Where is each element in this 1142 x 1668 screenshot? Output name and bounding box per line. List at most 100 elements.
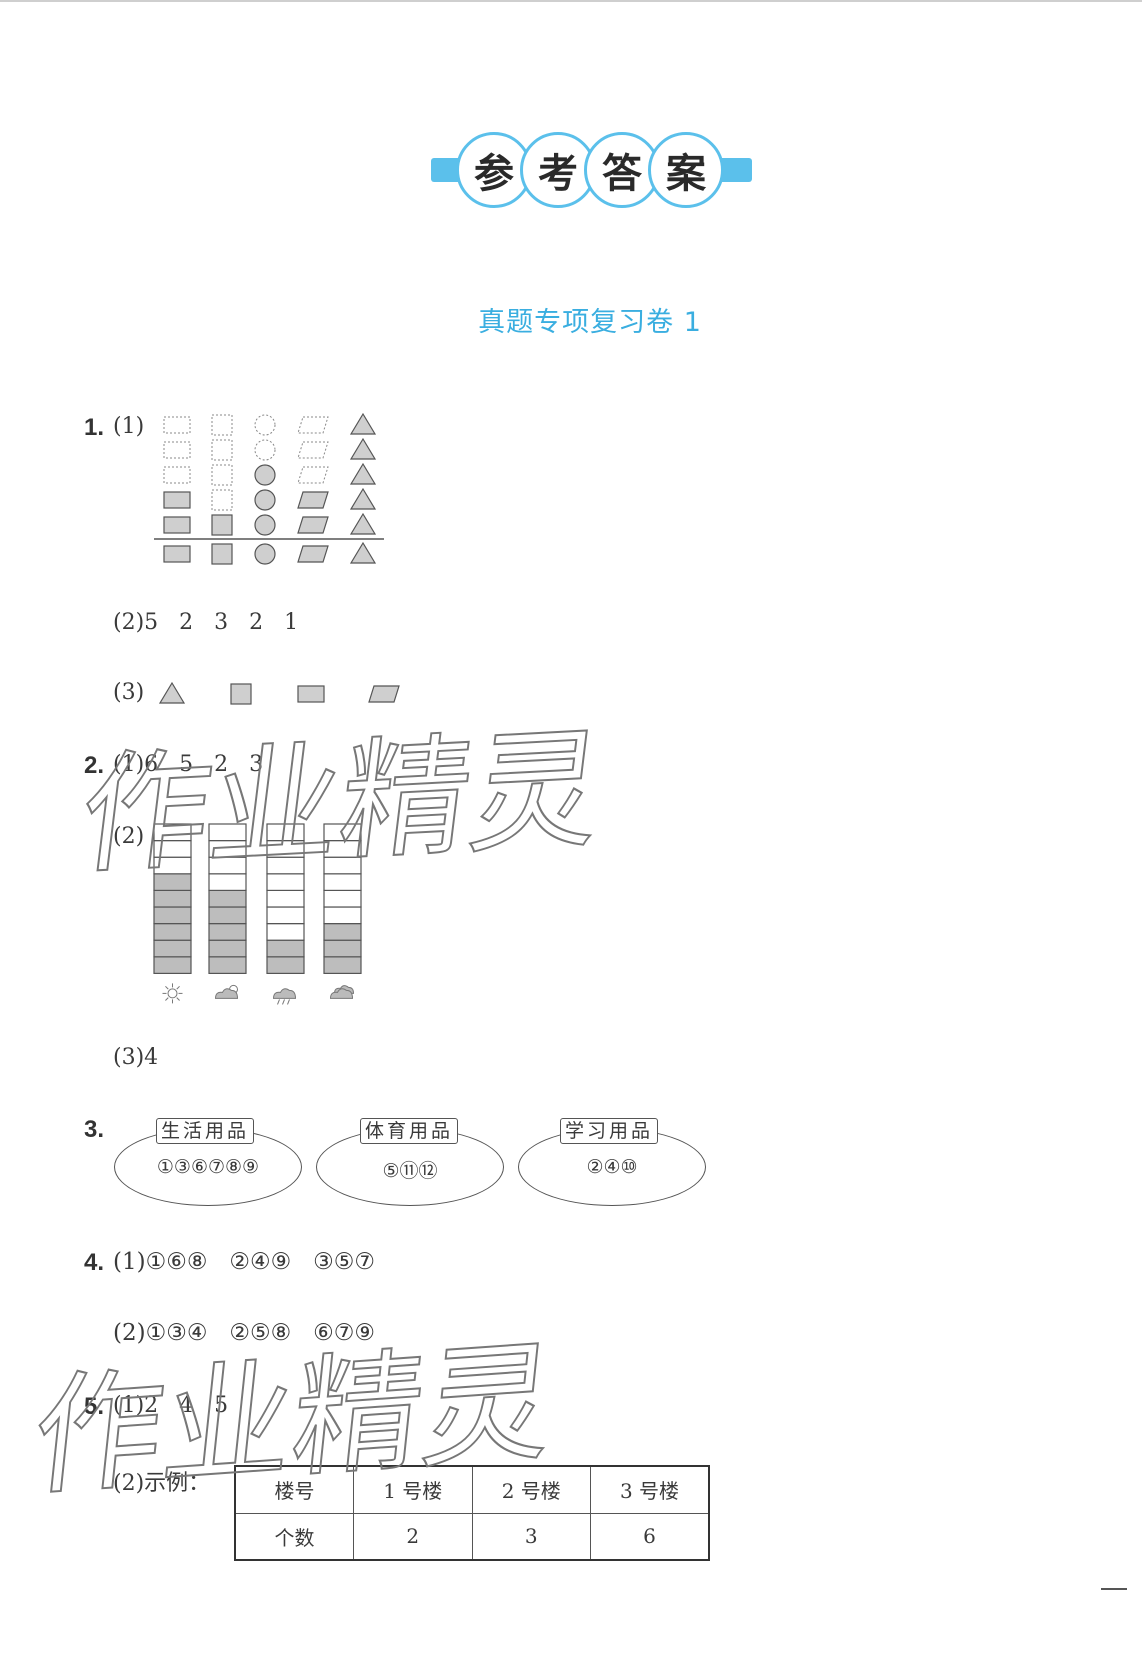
part-label: (2): [113, 824, 145, 849]
bar-cell: [323, 939, 362, 958]
parallelogram-mark: [297, 516, 329, 534]
cloudy-icon: [329, 985, 355, 999]
bar-cell: [153, 922, 192, 941]
bar-cell: [208, 906, 247, 925]
bar-cell: [153, 939, 192, 958]
bar-cell: [266, 856, 305, 875]
bar-cell: [266, 956, 305, 975]
bar-cell: [208, 856, 247, 875]
bar-cell: [323, 856, 362, 875]
q1-part3-shapes: [158, 681, 400, 705]
section-subtitle: 真题专项复习卷 1: [478, 307, 702, 338]
partly-cloudy-icon: [214, 984, 239, 999]
part-label: (3): [113, 680, 145, 705]
table-header-cell: 楼号: [234, 1465, 354, 1514]
circle-mark: [254, 543, 276, 565]
square-mark: [211, 414, 233, 436]
rectangle-mark: [163, 516, 191, 534]
part-label: (2)示例：: [113, 1471, 211, 1496]
table-row: 楼号 1 号楼 2 号楼 3 号楼: [234, 1465, 710, 1514]
q2-part3-answer: (3)4: [113, 1045, 159, 1070]
shape-tally-chart: [154, 412, 384, 565]
bar-cell: [153, 840, 192, 858]
circle-mark: [254, 514, 276, 536]
part-label: (1): [113, 414, 145, 439]
bar-cell: [266, 873, 305, 891]
bar-cell: [208, 873, 247, 891]
q4-part1-answer: (1)①⑥⑧ ②④⑨ ③⑤⑦: [113, 1249, 376, 1275]
question-number: 2.: [84, 752, 105, 779]
q2-part1-answer: (1)6 5 2 3: [113, 752, 264, 777]
bar-cell: [153, 956, 192, 975]
bar-cell: [208, 889, 247, 908]
table-header-cell: 3 号楼: [590, 1465, 710, 1514]
parallelogram-mark: [297, 545, 329, 563]
parallelogram-mark: [297, 441, 329, 459]
sunny-icon: [162, 983, 183, 1004]
bar-cell: [323, 823, 362, 842]
triangle-mark: [349, 412, 377, 435]
bar-cell: [153, 873, 192, 891]
table-header-cell: 1 号楼: [353, 1465, 473, 1514]
question-number: 3.: [84, 1116, 105, 1143]
square-mark: [211, 489, 233, 511]
bar-cell: [323, 873, 362, 891]
triangle-mark: [349, 512, 377, 535]
square-answer: [230, 683, 252, 705]
rain-icon: [272, 988, 297, 1005]
table-header-cell: 2 号楼: [471, 1465, 591, 1514]
bar-cell: [323, 840, 362, 858]
category-label: 生活用品: [156, 1118, 255, 1144]
bar-cell: [208, 823, 247, 842]
top-border: [0, 0, 1142, 2]
bar-cell: [323, 922, 362, 941]
square-mark: [211, 514, 233, 536]
bar-cell: [266, 922, 305, 941]
category-items: ⑤⑪⑫: [382, 1160, 438, 1182]
question-number: 1.: [84, 414, 105, 441]
bar-cell: [266, 840, 305, 858]
triangle-mark: [349, 462, 377, 485]
rectangle-answer: [297, 685, 325, 703]
building-count-table: 楼号 1 号楼 2 号楼 3 号楼 个数 2 3 6: [234, 1465, 710, 1561]
bar-cell: [323, 889, 362, 908]
parallelogram-answer: [368, 685, 400, 703]
table-cell: 3: [471, 1512, 591, 1561]
parallelogram-mark: [297, 491, 329, 509]
bar-cell: [153, 856, 192, 875]
rectangle-mark: [163, 545, 191, 563]
rectangle-mark: [163, 466, 191, 484]
bar-cell: [208, 840, 247, 858]
bar-cell: [266, 889, 305, 908]
weather-bar-chart: [153, 823, 362, 1005]
table-cell: 6: [590, 1512, 710, 1561]
circle-mark: [254, 414, 276, 436]
rectangle-mark: [163, 441, 191, 459]
square-mark: [211, 464, 233, 486]
parallelogram-mark: [297, 416, 329, 434]
circle-mark: [254, 439, 276, 461]
bar-cell: [153, 906, 192, 925]
triangle-answer: [158, 681, 186, 704]
triangle-mark: [349, 541, 377, 564]
rectangle-mark: [163, 416, 191, 434]
bar-cell: [266, 906, 305, 925]
triangle-mark: [349, 437, 377, 460]
title-char: 参: [456, 132, 532, 208]
table-cell: 个数: [234, 1512, 354, 1561]
bar-cell: [323, 906, 362, 925]
q5-part1-answer: (1)2 4 5: [113, 1393, 229, 1418]
circle-mark: [254, 464, 276, 486]
triangle-mark: [349, 487, 377, 510]
category-label: 体育用品: [360, 1118, 459, 1144]
title-char: 答: [584, 132, 660, 208]
bar-cell: [153, 889, 192, 908]
category-items: ①③⑥⑦⑧⑨: [156, 1156, 260, 1178]
page-dash: [1101, 1588, 1127, 1590]
question-number: 5.: [84, 1393, 105, 1420]
category-label: 学习用品: [560, 1118, 659, 1144]
bar-cell: [208, 956, 247, 975]
table-row: 个数 2 3 6: [234, 1512, 710, 1561]
bar-cell: [208, 939, 247, 958]
